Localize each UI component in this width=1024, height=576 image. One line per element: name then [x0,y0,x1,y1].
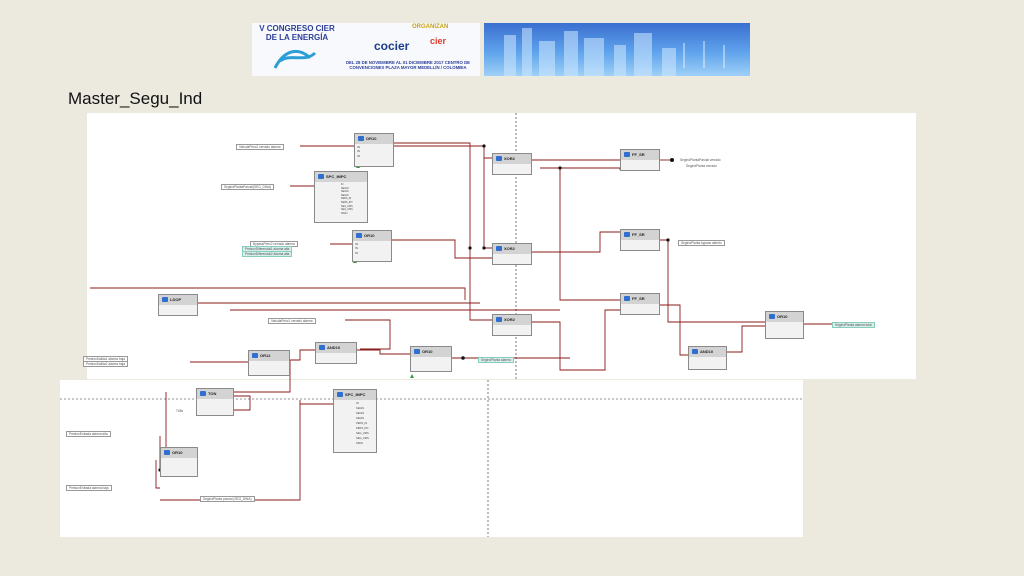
function-block-ff-sr[interactable]: FF_SR [620,229,660,251]
banner-logo-area: V CONGRESO CIER DE LA ENERGÍA ORGANIZAN … [252,23,480,76]
function-block-xor2[interactable]: XOR2 [492,314,532,336]
function-block-or10[interactable]: OR10 [765,311,804,339]
function-block-spc-impc[interactable]: SPC_IMPC IN SEGIN SEGIN SEGIN PERS_IN PE… [333,389,377,453]
block-icon [356,233,362,238]
banner-city-image [484,23,750,76]
block-icon [624,152,630,157]
cier-swirl-logo [273,49,317,69]
function-block-ldop[interactable]: LDOP [158,294,198,316]
block-title: XOR2 [504,156,515,161]
function-block-ff-sr[interactable]: FF_SR [620,293,660,315]
function-block-spc-impc[interactable]: SPC_IMPC IN SEGIN SEGIN SEGIN PERS_IN PE… [314,171,368,223]
signal-label: ValvulaPrinc2 cerrado alarma [236,144,284,150]
block-icon [414,349,420,354]
block-title: FF_SR [632,296,645,301]
function-block-and10[interactable]: AND10 [315,342,357,364]
block-icon [318,174,324,179]
block-icon [164,450,170,455]
banner-organizan: ORGANIZAN [412,24,449,30]
block-title: OR10 [777,314,788,319]
block-pins: IN SEGIN SEGIN SEGIN PERS_IN PERS_INT SE… [341,183,353,215]
banner-event-info: DEL 28 DE NOVIEMBRE AL 01 DICIEMBRE 2017… [345,60,471,70]
block-title: SPC_IMPC [345,392,366,397]
block-pins: IN IN IN [357,145,360,158]
block-title: OR10 [366,136,377,141]
block-title: XOR2 [504,246,515,251]
block-icon [624,296,630,301]
block-title: OR10 [422,349,433,354]
signal-label: SegIndPlanta parcial (SEG_DINA) [200,496,255,502]
function-block-ff-sr[interactable]: FF_SR [620,149,660,171]
output-label: SegIndPlantaParcial cerrado [680,158,721,162]
output-label: SegIndPlanta alarma [478,357,514,363]
function-block-or10[interactable]: OR10 [410,346,452,372]
block-title: OR12 [260,353,271,358]
signal-label: SegIndPlantaParcial(SEG_DINA) [221,184,275,190]
signal-label: PresionDiferencial2 alarma alta [242,251,293,257]
signal-label: PresionSalida2 alarma baja [83,361,128,367]
block-title: TON [208,391,217,396]
function-block-and10[interactable]: AND10 [688,346,727,370]
city-skyline-graphic [504,28,725,76]
block-icon [496,156,502,161]
block-icon [252,353,258,358]
block-title: AND10 [327,345,341,350]
signal-label: T#5s [176,409,184,413]
block-icon [496,317,502,322]
function-block-or10[interactable]: OR10 [160,447,198,477]
block-icon [624,232,630,237]
function-block-ton[interactable]: TON [196,388,234,416]
output-label: SegIndPlanta alarma total [832,322,875,328]
congress-banner: V CONGRESO CIER DE LA ENERGÍA ORGANIZAN … [252,23,750,76]
function-block-xor2[interactable]: XOR2 [492,243,532,265]
block-title: OR10 [172,450,183,455]
block-title: SPC_IMPC [326,174,347,179]
signal-label: ValvulaPrinc1 cerrado alarma [268,318,316,324]
block-icon [162,297,168,302]
block-pins: IN IN IN [355,242,358,255]
block-icon [769,314,775,319]
block-icon [496,246,502,251]
signal-label: PresionEntrada alarma alta [66,431,111,437]
slide-title: Master_Segu_Ind [68,89,203,108]
block-title: FF_SR [632,152,645,157]
block-icon [337,392,343,397]
block-icon [319,345,325,350]
block-icon [692,349,698,354]
cocier-logo: cocier [374,39,410,53]
block-title: FF_SR [632,232,645,237]
block-title: AND10 [700,349,714,354]
block-title: OR10 [364,233,375,238]
block-icon [358,136,364,141]
block-title: XOR2 [504,317,515,322]
cier-logo: cier [430,36,447,46]
function-block-or12[interactable]: OR12 [248,350,290,376]
function-block-or10[interactable]: OR10 IN IN IN [354,133,394,167]
block-icon [200,391,206,396]
output-label: SegIndPlanta bypass abierto [678,240,725,246]
output-label: SegIndPlanta cerrado [686,164,717,168]
function-block-or10[interactable]: OR10 IN IN IN [352,230,392,262]
block-pins: IN SEGIN SEGIN SEGIN PERS_IN PERS_INT SE… [356,402,369,445]
banner-title: V CONGRESO CIER DE LA ENERGÍA [259,24,335,42]
function-block-xor2[interactable]: XOR2 [492,153,532,175]
signal-label: PresionEntrada alarma baja [66,485,112,491]
block-title: LDOP [170,297,182,302]
